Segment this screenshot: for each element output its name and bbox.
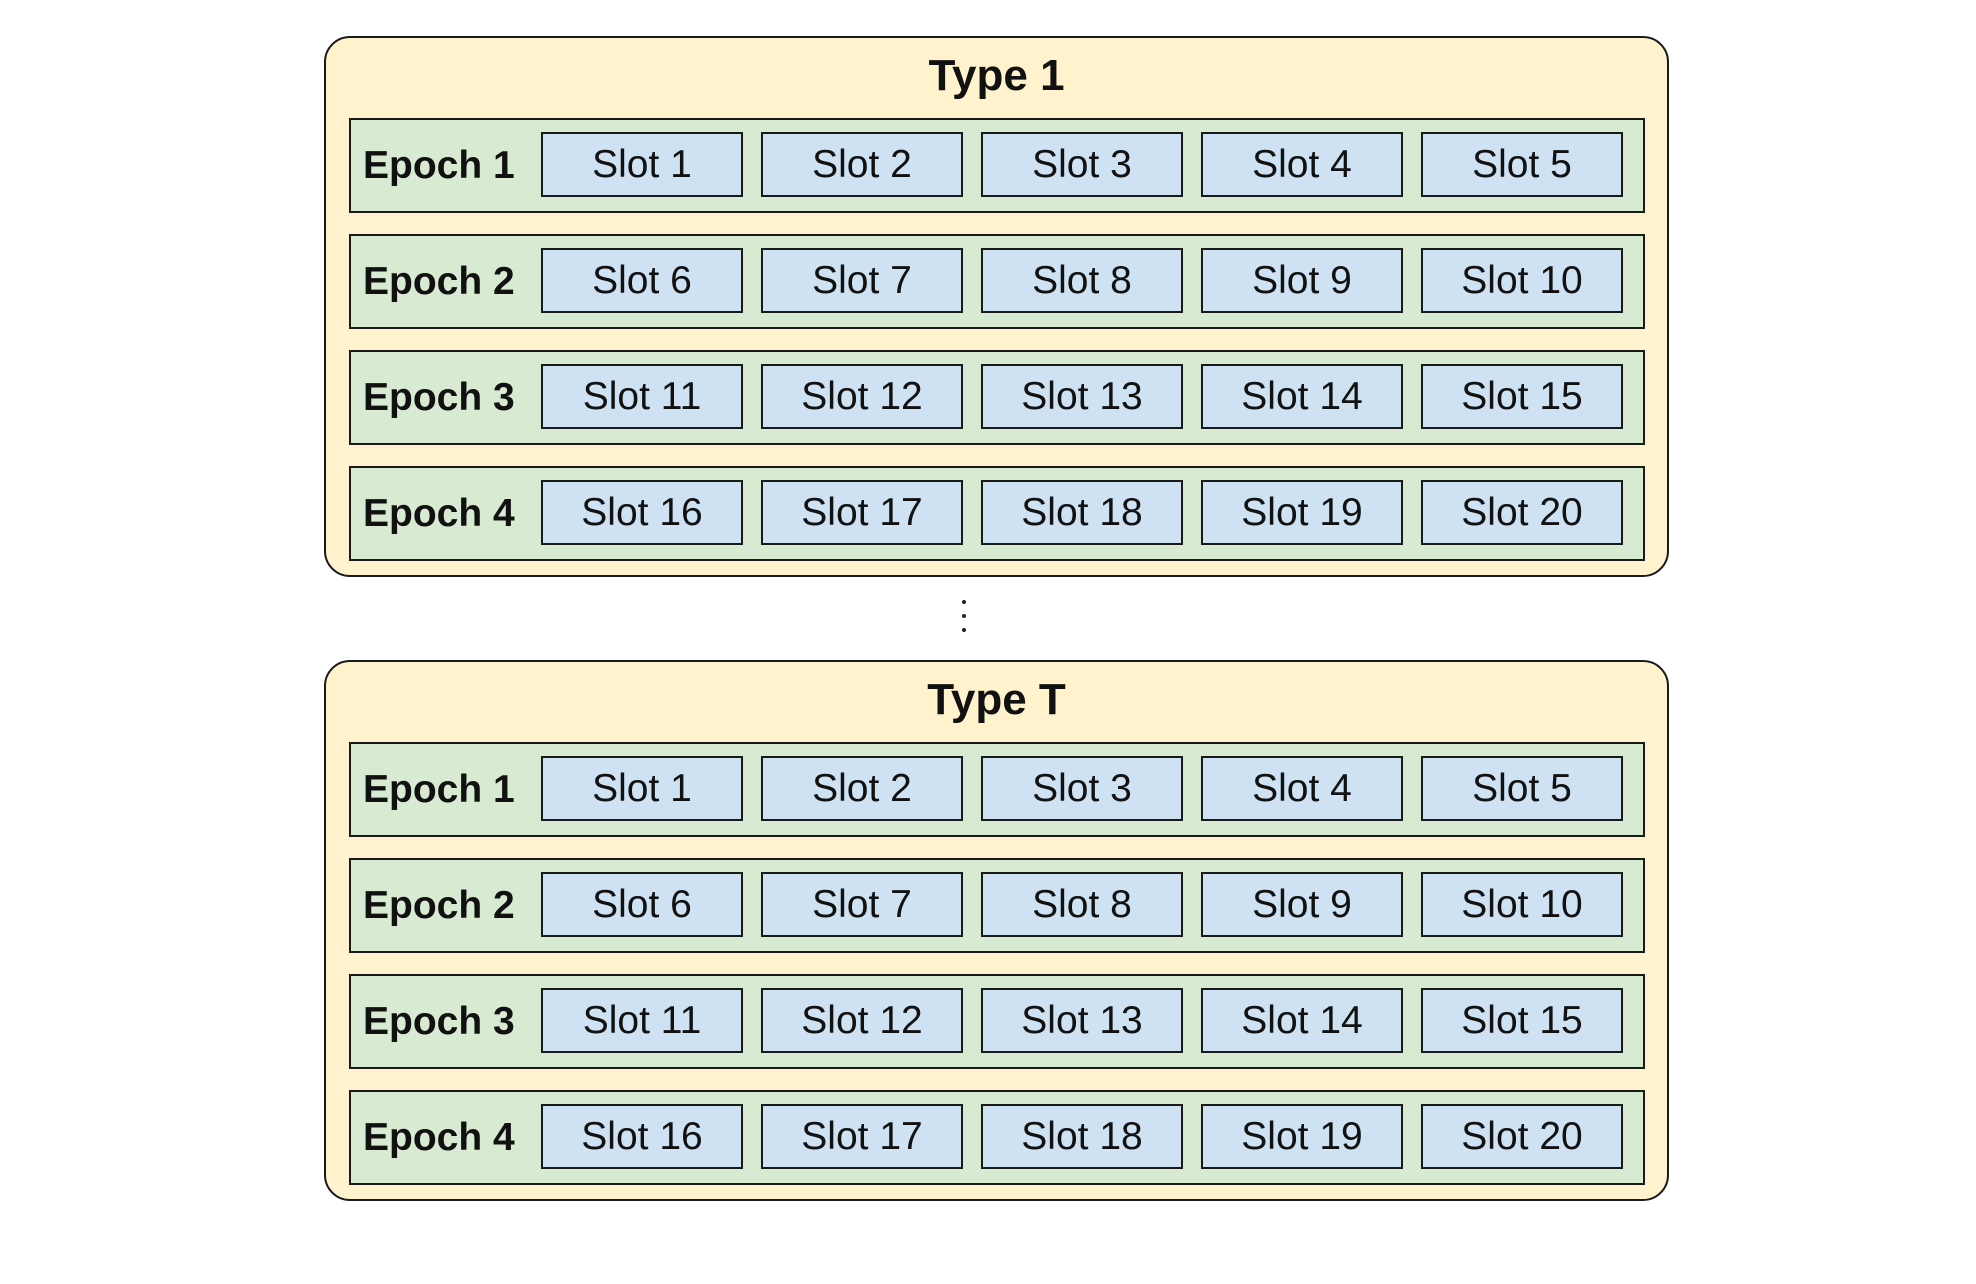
slot-group: Slot 6 Slot 7 Slot 8 Slot 9 Slot 10 [541, 872, 1623, 937]
slot-box: Slot 6 [541, 248, 743, 313]
slot-box: Slot 19 [1201, 480, 1403, 545]
slot-box: Slot 7 [761, 248, 963, 313]
slot-box: Slot 20 [1421, 1104, 1623, 1169]
slot-group: Slot 6 Slot 7 Slot 8 Slot 9 Slot 10 [541, 248, 1623, 313]
epoch-label: Epoch 1 [363, 144, 515, 187]
epoch-label: Epoch 2 [363, 260, 515, 303]
slot-box: Slot 11 [541, 988, 743, 1053]
slot-box: Slot 6 [541, 872, 743, 937]
slot-box: Slot 16 [541, 480, 743, 545]
epoch-label: Epoch 4 [363, 1116, 515, 1159]
slot-group: Slot 16 Slot 17 Slot 18 Slot 19 Slot 20 [541, 480, 1623, 545]
slot-box: Slot 10 [1421, 248, 1623, 313]
slot-box: Slot 8 [981, 872, 1183, 937]
slot-group: Slot 16 Slot 17 Slot 18 Slot 19 Slot 20 [541, 1104, 1623, 1169]
slot-group: Slot 11 Slot 12 Slot 13 Slot 14 Slot 15 [541, 364, 1623, 429]
slot-box: Slot 4 [1201, 132, 1403, 197]
type-t-title: Type T [927, 675, 1066, 724]
slot-box: Slot 5 [1421, 756, 1623, 821]
slot-box: Slot 13 [981, 364, 1183, 429]
slot-box: Slot 3 [981, 756, 1183, 821]
slot-box: Slot 17 [761, 1104, 963, 1169]
slot-box: Slot 7 [761, 872, 963, 937]
epoch-label: Epoch 3 [363, 376, 515, 419]
slot-group: Slot 11 Slot 12 Slot 13 Slot 14 Slot 15 [541, 988, 1623, 1053]
slot-box: Slot 8 [981, 248, 1183, 313]
epoch-label: Epoch 2 [363, 884, 515, 927]
epoch-row: Epoch 2 Slot 6 Slot 7 Slot 8 Slot 9 Slot 10 [349, 858, 1645, 953]
slot-box: Slot 12 [761, 988, 963, 1053]
slot-box: Slot 18 [981, 480, 1183, 545]
slot-group: Slot 1 Slot 2 Slot 3 Slot 4 Slot 5 [541, 756, 1623, 821]
slot-box: Slot 2 [761, 132, 963, 197]
slot-box: Slot 14 [1201, 988, 1403, 1053]
slot-box: Slot 4 [1201, 756, 1403, 821]
slot-box: Slot 15 [1421, 364, 1623, 429]
slot-box: Slot 9 [1201, 248, 1403, 313]
slot-box: Slot 17 [761, 480, 963, 545]
slot-box: Slot 18 [981, 1104, 1183, 1169]
epoch-label: Epoch 3 [363, 1000, 515, 1043]
slot-box: Slot 1 [541, 756, 743, 821]
slot-box: Slot 3 [981, 132, 1183, 197]
epoch-label: Epoch 1 [363, 768, 515, 811]
slot-group: Slot 1 Slot 2 Slot 3 Slot 4 Slot 5 [541, 132, 1623, 197]
slot-box: Slot 5 [1421, 132, 1623, 197]
slot-box: Slot 13 [981, 988, 1183, 1053]
vertical-ellipsis [960, 600, 968, 634]
slot-box: Slot 14 [1201, 364, 1403, 429]
slot-box: Slot 20 [1421, 480, 1623, 545]
epoch-row: Epoch 1 Slot 1 Slot 2 Slot 3 Slot 4 Slot 5 [349, 118, 1645, 213]
slot-box: Slot 1 [541, 132, 743, 197]
type-1-title: Type 1 [928, 51, 1065, 100]
epoch-label: Epoch 4 [363, 492, 515, 535]
slot-box: Slot 2 [761, 756, 963, 821]
slot-box: Slot 16 [541, 1104, 743, 1169]
slot-box: Slot 19 [1201, 1104, 1403, 1169]
slot-box: Slot 15 [1421, 988, 1623, 1053]
slot-box: Slot 9 [1201, 872, 1403, 937]
slot-box: Slot 10 [1421, 872, 1623, 937]
slot-box: Slot 11 [541, 364, 743, 429]
epoch-row: Epoch 2 Slot 6 Slot 7 Slot 8 Slot 9 Slot 10 [349, 234, 1645, 329]
slot-box: Slot 12 [761, 364, 963, 429]
epoch-row: Epoch 1 Slot 1 Slot 2 Slot 3 Slot 4 Slot 5 [349, 742, 1645, 837]
